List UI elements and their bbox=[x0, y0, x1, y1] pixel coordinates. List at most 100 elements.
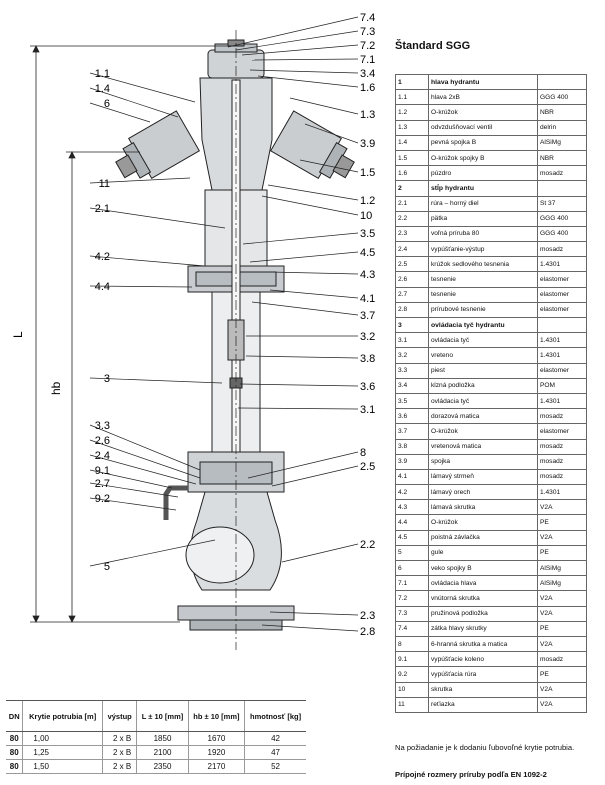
part-number: 1.3 bbox=[395, 119, 429, 136]
callout-leader bbox=[89, 497, 177, 511]
spec-cell: 2 x B bbox=[101, 759, 137, 774]
callout-label: 3.3 bbox=[95, 420, 110, 432]
callout-leader bbox=[239, 383, 359, 387]
callout-label: 4.3 bbox=[360, 269, 375, 281]
callout-leader bbox=[269, 611, 359, 616]
part-material: PE bbox=[537, 620, 587, 637]
part-number: 3.8 bbox=[395, 438, 429, 455]
callout-leader bbox=[89, 102, 151, 123]
part-material: NBR bbox=[537, 104, 587, 121]
part-name: odvzdušňovací ventil bbox=[428, 119, 538, 136]
part-material: AlSiMg bbox=[537, 575, 587, 592]
part-number: 1.1 bbox=[395, 89, 429, 106]
part-number: 3.7 bbox=[395, 423, 429, 440]
callout-label: 5 bbox=[104, 561, 110, 573]
part-material: GGG 400 bbox=[537, 89, 587, 106]
part-name: piest bbox=[428, 362, 538, 379]
callout-label: 3.5 bbox=[360, 228, 375, 240]
part-number: 7.1 bbox=[395, 575, 429, 592]
callout-label: 2.3 bbox=[360, 610, 375, 622]
part-name: O-krúžok bbox=[428, 104, 538, 121]
part-number: 7.2 bbox=[395, 590, 429, 607]
part-number: 2.2 bbox=[395, 210, 429, 227]
part-material: AlSiMg bbox=[537, 134, 587, 151]
spec-cell: 80 bbox=[6, 731, 23, 746]
part-number: 10 bbox=[395, 681, 429, 698]
part-number: 1.4 bbox=[395, 134, 429, 151]
part-material: V2A bbox=[537, 681, 587, 698]
part-material: GGG 400 bbox=[537, 210, 587, 227]
part-number: 3.3 bbox=[395, 362, 429, 379]
part-name: ovládacia tyč bbox=[428, 332, 538, 349]
part-material: V2A bbox=[537, 635, 587, 653]
part-material: V2A bbox=[537, 529, 587, 546]
spec-cell: 80 bbox=[6, 745, 23, 760]
part-number: 6 bbox=[395, 559, 429, 577]
callout-leader bbox=[257, 75, 359, 88]
spec-cell: 80 bbox=[6, 759, 23, 774]
callout-label: 2.8 bbox=[360, 626, 375, 638]
part-material: mosadz bbox=[537, 408, 587, 425]
callout-leader bbox=[267, 184, 359, 201]
part-name: krúžok sedlového tesnenia bbox=[428, 256, 538, 273]
callout-label: 3.8 bbox=[360, 353, 375, 365]
part-material: elastomer bbox=[537, 271, 587, 288]
part-name: vnútorná skrutka bbox=[428, 590, 538, 607]
spec-cell: 1,25 bbox=[22, 745, 103, 760]
part-number: 2.4 bbox=[395, 241, 429, 258]
part-name: zátka hlavy skrutky bbox=[428, 620, 538, 637]
callout-label: 1.6 bbox=[360, 82, 375, 94]
callout-label: 7.2 bbox=[360, 40, 375, 52]
callout-label: 3.2 bbox=[360, 331, 375, 343]
callout-label: 3.6 bbox=[360, 381, 375, 393]
callout-leader bbox=[241, 44, 359, 56]
callout-label: 9.1 bbox=[95, 465, 110, 477]
part-number: 1.2 bbox=[395, 104, 429, 121]
callout-label: 7.1 bbox=[360, 54, 375, 66]
parts-list-title: Štandard SGG bbox=[395, 40, 471, 52]
spec-header: hb ± 10 [mm] bbox=[187, 700, 245, 732]
callout-leader bbox=[89, 177, 191, 184]
hydrant-drawing: L hb 1.11.46112.14.24.433.32.62.49.12.79… bbox=[11, 12, 375, 650]
part-material: St 37 bbox=[537, 195, 587, 212]
part-name: O-krúžok bbox=[428, 423, 538, 440]
spec-header: hmotnosť [kg] bbox=[244, 700, 306, 732]
part-number: 4.1 bbox=[395, 468, 429, 486]
part-name: gule bbox=[428, 544, 538, 562]
callout-leader bbox=[89, 255, 206, 267]
callout-label: 1.4 bbox=[95, 83, 110, 95]
part-name: ovládacia hlava bbox=[428, 575, 538, 592]
part-number: 4.4 bbox=[395, 514, 429, 531]
part-number: 3.6 bbox=[395, 408, 429, 425]
part-name: pružinová podložka bbox=[428, 605, 538, 622]
part-name: lámavý orech bbox=[428, 484, 538, 501]
callout-leader bbox=[251, 301, 359, 316]
part-material bbox=[537, 180, 587, 197]
callout-label: 4.1 bbox=[360, 293, 375, 305]
callout-label: 11 bbox=[99, 178, 110, 190]
callout-label: 7.4 bbox=[360, 12, 375, 24]
callout-label: 1.3 bbox=[360, 109, 375, 121]
callout-leader bbox=[281, 543, 359, 563]
part-material bbox=[537, 73, 587, 91]
callout-leader bbox=[271, 465, 359, 487]
spec-cell: 2350 bbox=[136, 759, 189, 774]
callout-label: 9.2 bbox=[95, 493, 110, 505]
part-name: spojka bbox=[428, 453, 538, 470]
